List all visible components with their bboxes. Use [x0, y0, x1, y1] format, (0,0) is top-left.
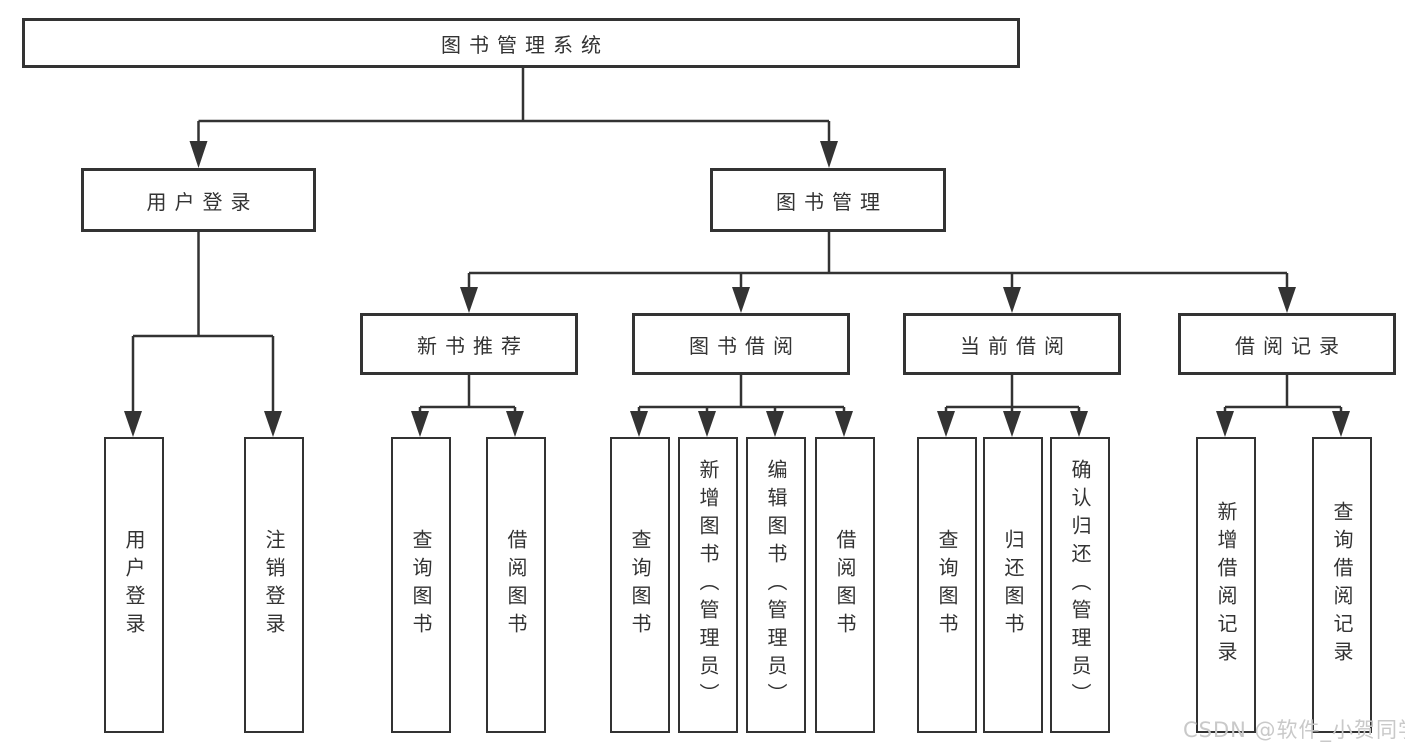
connector-current-borrow — [944, 375, 1081, 412]
arrowheads-level3 — [460, 287, 1296, 313]
leaf-cb-query-books-label: 查询图书 — [935, 529, 959, 641]
node-borrow-records: 借阅记录 — [1178, 313, 1396, 375]
node-user-login: 用户登录 — [81, 168, 316, 232]
leaf-nbr-borrow-books-label: 借阅图书 — [504, 529, 528, 641]
leaf-cb-return-books-label: 归还图书 — [1001, 529, 1025, 641]
arrowheads-user-login — [124, 411, 282, 437]
leaf-bb-borrow-books: 借阅图书 — [815, 437, 875, 733]
leaf-br-add-record-label: 新增借阅记录 — [1214, 501, 1238, 669]
node-root-system: 图书管理系统 — [22, 18, 1020, 68]
arrowheads-current-borrow — [937, 411, 1088, 437]
leaf-bb-edit-books-admin-label: 编辑图书（管理员） — [764, 459, 788, 711]
leaf-cb-confirm-return-admin: 确认归还（管理员） — [1050, 437, 1110, 733]
leaf-nbr-query-books-label: 查询图书 — [409, 529, 433, 641]
connector-book-mgmt — [467, 232, 1289, 288]
arrowheads-level2 — [189, 141, 838, 168]
leaf-user-login: 用户登录 — [104, 437, 164, 733]
leaf-br-query-record-label: 查询借阅记录 — [1330, 501, 1354, 669]
leaf-bb-borrow-books-label: 借阅图书 — [833, 529, 857, 641]
leaf-bb-add-books-admin: 新增图书（管理员） — [678, 437, 738, 733]
arrowheads-new-book-rec — [411, 411, 524, 437]
leaf-bb-add-books-admin-label: 新增图书（管理员） — [696, 459, 720, 711]
leaf-cb-confirm-return-admin-label: 确认归还（管理员） — [1068, 459, 1092, 711]
node-new-book-rec: 新书推荐 — [360, 313, 578, 375]
node-book-borrow: 图书借阅 — [632, 313, 850, 375]
leaf-cb-return-books: 归还图书 — [983, 437, 1043, 733]
leaf-cb-query-books: 查询图书 — [917, 437, 977, 733]
leaf-nbr-borrow-books: 借阅图书 — [486, 437, 546, 733]
leaf-user-login-label: 用户登录 — [122, 529, 146, 641]
connector-new-book-rec — [418, 375, 517, 412]
leaf-logout: 注销登录 — [244, 437, 304, 733]
arrowheads-borrow-records — [1216, 411, 1350, 437]
connector-borrow-records — [1223, 375, 1343, 412]
node-book-mgmt: 图书管理 — [710, 168, 946, 232]
leaf-br-query-record: 查询借阅记录 — [1312, 437, 1372, 733]
connector-user-login — [131, 232, 275, 411]
arrowheads-book-borrow — [630, 411, 853, 437]
leaf-bb-query-books: 查询图书 — [610, 437, 670, 733]
csdn-watermark: CSDN @软件_小贺同学 — [1183, 718, 1405, 742]
leaf-bb-query-books-label: 查询图书 — [628, 529, 652, 641]
leaf-bb-edit-books-admin: 编辑图书（管理员） — [746, 437, 806, 733]
leaf-br-add-record: 新增借阅记录 — [1196, 437, 1256, 733]
connector-root-to-level2 — [197, 68, 831, 142]
leaf-logout-label: 注销登录 — [262, 529, 286, 641]
leaf-nbr-query-books: 查询图书 — [391, 437, 451, 733]
connector-book-borrow — [637, 375, 846, 412]
node-current-borrow: 当前借阅 — [903, 313, 1121, 375]
